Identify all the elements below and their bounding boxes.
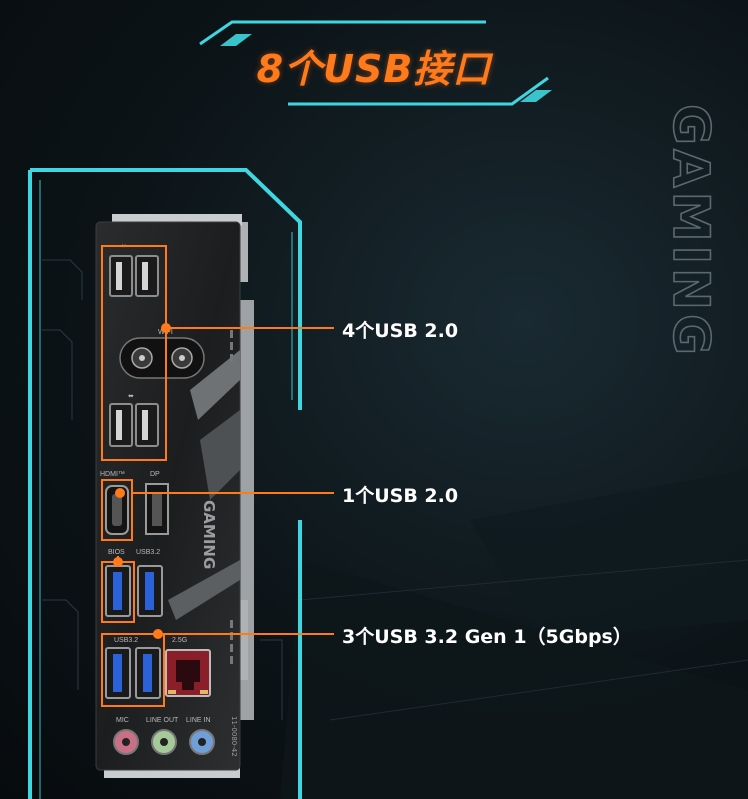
hdmi-label: HDMI™: [100, 471, 125, 478]
leader-dots: [113, 323, 171, 639]
usb2-top-group: [109, 255, 159, 297]
usb32-bottom-label: USB3.2: [114, 637, 138, 644]
svg-text:⬌: ⬌: [128, 393, 134, 400]
usb32-top-label: USB3.2: [136, 549, 160, 556]
page-title: 8个USB接口: [256, 47, 492, 91]
audio-jacks: [113, 729, 215, 755]
highlight-usb32-pair: [101, 633, 165, 707]
leader-lines: [117, 327, 334, 635]
line-out-label: LINE OUT: [146, 717, 179, 724]
dp-label: DP: [150, 471, 160, 478]
shield-gaming-text: GAMING: [200, 500, 218, 569]
line-in-label: LINE IN: [186, 717, 211, 724]
wifi-antenna-connector: [119, 337, 205, 379]
usb32-top-group: [105, 565, 163, 617]
usb32-bottom-group: [105, 647, 161, 699]
callout-usb2-one: 1个USB 2.0: [342, 485, 459, 507]
callout-usb32: 3个USB 3.2 Gen 1（5Gbps）: [342, 626, 632, 648]
highlight-usb2-four: [101, 245, 167, 461]
lan-label: 2.5G: [172, 637, 187, 644]
hdmi-port: [105, 485, 129, 535]
title-frame-bottom: [288, 76, 549, 106]
part-number: 11-0080-42: [230, 716, 238, 757]
mic-label: MIC: [116, 717, 129, 724]
frame-right-top: [30, 168, 302, 410]
highlight-usb2-one: [101, 479, 133, 541]
lan-port: [165, 649, 211, 697]
title-frame-top: [199, 20, 486, 46]
bios-label: BIOS: [108, 549, 125, 556]
callout-usb2-four: 4个USB 2.0: [342, 320, 459, 342]
usb2-bottom-group: [109, 403, 159, 447]
watermark-text: GAMING: [662, 104, 720, 359]
displayport-port: [145, 483, 169, 535]
